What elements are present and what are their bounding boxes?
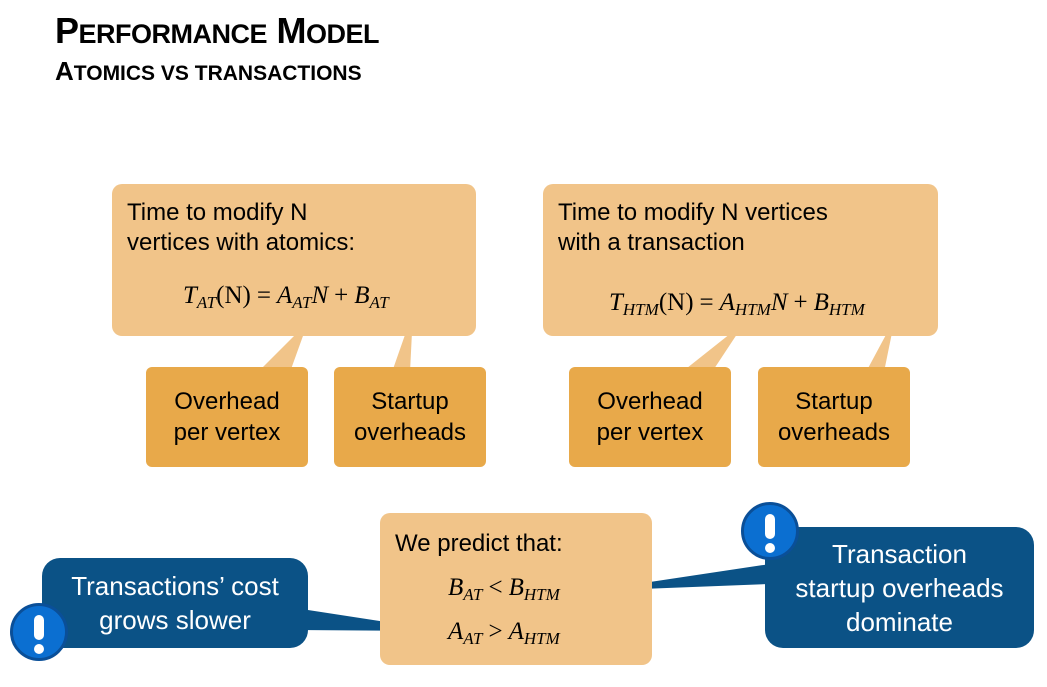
transaction-overhead-per-vertex: Overhead per vertex (569, 367, 731, 467)
prediction-box: We predict that: BAT<BHTM AAT>AHTM (380, 513, 652, 665)
transaction-formula: THTM(N)=AHTMN+BHTM (609, 289, 865, 319)
transaction-startup-overheads: Startup overheads (758, 367, 910, 467)
transaction-intro: Time to modify N vertices with a transac… (558, 199, 828, 256)
exclamation-icon (741, 502, 799, 560)
atomics-time-box: Time to modify N vertices with atomics: … (112, 184, 476, 336)
atomics-intro: Time to modify N vertices with atomics: (127, 199, 356, 256)
page-subtitle: ATOMICS VS TRANSACTIONS (55, 56, 362, 86)
exclamation-icon (10, 603, 68, 661)
note-transaction-startup: Transaction startup overheads dominate (765, 527, 1034, 648)
prediction-line-per-vertex: AAT>AHTM (448, 618, 560, 648)
prediction-intro: We predict that: (395, 530, 563, 557)
prediction-line-startup: BAT<BHTM (448, 574, 560, 604)
page-title: PERFORMANCE MODEL (55, 10, 380, 51)
atomics-formula: TAT(N)=AATN+BAT (183, 282, 389, 312)
note-transactions-cost: Transactions’ cost grows slower (42, 558, 308, 648)
transaction-time-box: Time to modify N vertices with a transac… (543, 184, 938, 336)
atomics-startup-overheads: Startup overheads (334, 367, 486, 467)
atomics-overhead-per-vertex: Overhead per vertex (146, 367, 308, 467)
